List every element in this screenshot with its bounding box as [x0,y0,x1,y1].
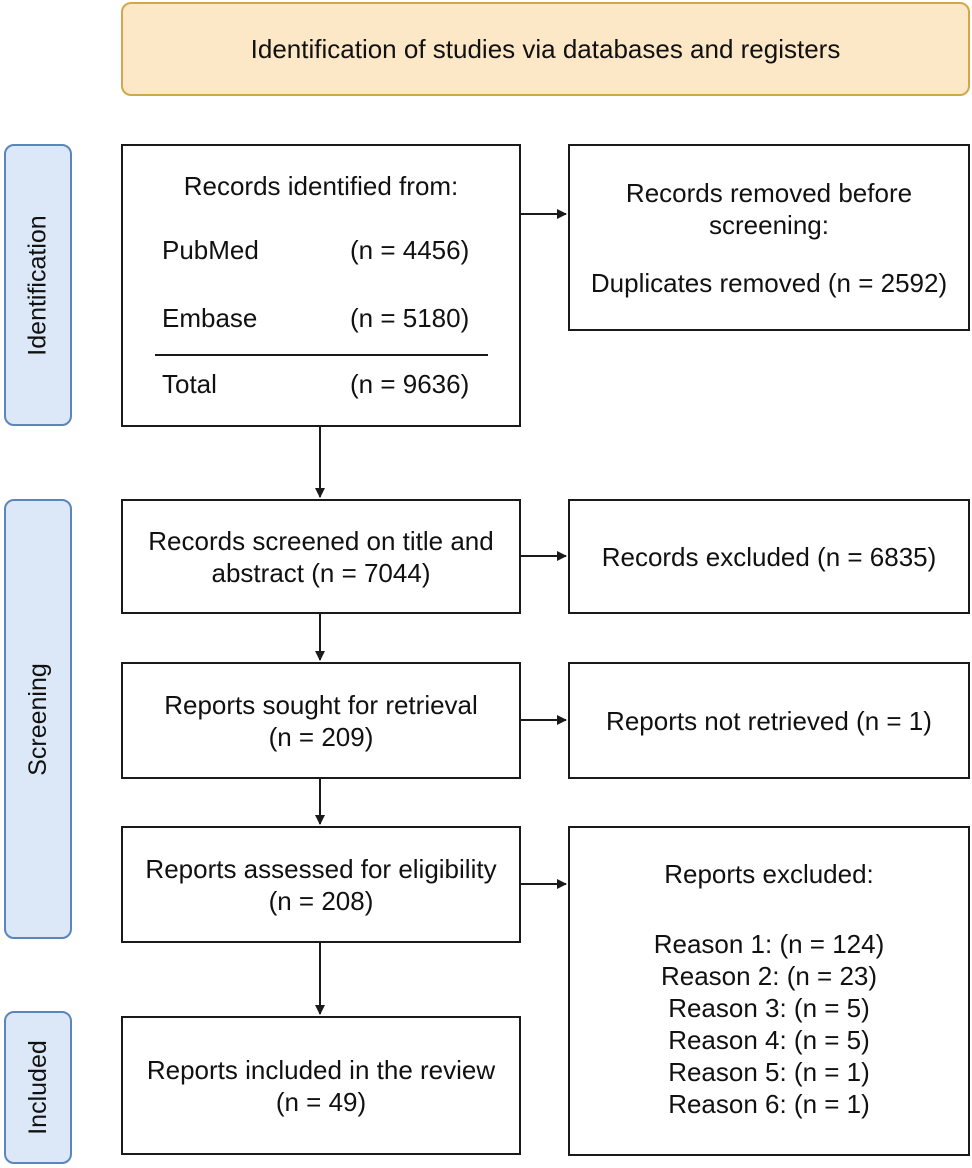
records-excluded-box: Records excluded (n = 6835) [568,499,970,614]
source-count-pubmed: (n = 4456) [350,235,470,265]
reports-assessed-line2: (n = 208) [268,885,374,916]
records-identified-title: Records identified from: [183,171,459,201]
source-name-embase: Embase [162,303,258,333]
reason-3: Reason 3: (n = 5) [668,993,870,1023]
phase-identification: Identification [4,144,72,426]
reports-assessed-box: Reports assessed for eligibility (n = 20… [121,826,521,943]
reports-excluded-title: Reports excluded: [664,859,874,889]
reports-included-line2: (n = 49) [275,1086,367,1117]
reason-6: Reason 6: (n = 1) [668,1089,870,1119]
records-screened-text: Records screened on title and abstract (… [148,525,494,588]
phase-screening: Screening [4,499,72,939]
records-identified-box [121,144,521,427]
reason-5: Reason 5: (n = 1) [668,1057,870,1087]
reports-assessed-line1: Reports assessed for eligibility [145,853,497,884]
total-count: (n = 9636) [350,369,470,399]
records-excluded-text: Records excluded (n = 6835) [601,541,937,572]
reports-not-retrieved-box: Reports not retrieved (n = 1) [568,662,970,779]
source-count-embase: (n = 5180) [350,303,470,333]
total-divider [155,354,488,356]
phase-included: Included [4,1011,72,1164]
records-removed-box: Records removed before screening: Duplic… [568,144,970,331]
reports-not-retrieved-text: Reports not retrieved (n = 1) [606,705,932,736]
reason-1: Reason 1: (n = 124) [653,929,885,959]
reports-sought-box: Reports sought for retrieval (n = 209) [121,662,521,779]
header-title: Identification of studies via databases … [250,33,841,64]
records-screened-box: Records screened on title and abstract (… [121,499,521,614]
source-name-pubmed: PubMed [162,235,259,265]
reports-sought-line1: Reports sought for retrieval [164,689,478,720]
reason-2: Reason 2: (n = 23) [660,961,878,991]
reasons-list: Reason 1: (n = 124) Reason 2: (n = 23) R… [570,928,968,1120]
records-removed-title: Records removed before screening: [625,177,913,240]
header-box: Identification of studies via databases … [121,2,970,96]
reports-excluded-box: Reports excluded: Reason 1: (n = 124) Re… [568,826,970,1156]
reports-sought-line2: (n = 209) [268,721,374,752]
reports-included-box: Reports included in the review (n = 49) [121,1016,521,1155]
reason-4: Reason 4: (n = 5) [668,1025,870,1055]
reports-included-line1: Reports included in the review [146,1054,496,1085]
total-label: Total [162,369,217,399]
duplicates-removed: Duplicates removed (n = 2592) [590,267,948,298]
